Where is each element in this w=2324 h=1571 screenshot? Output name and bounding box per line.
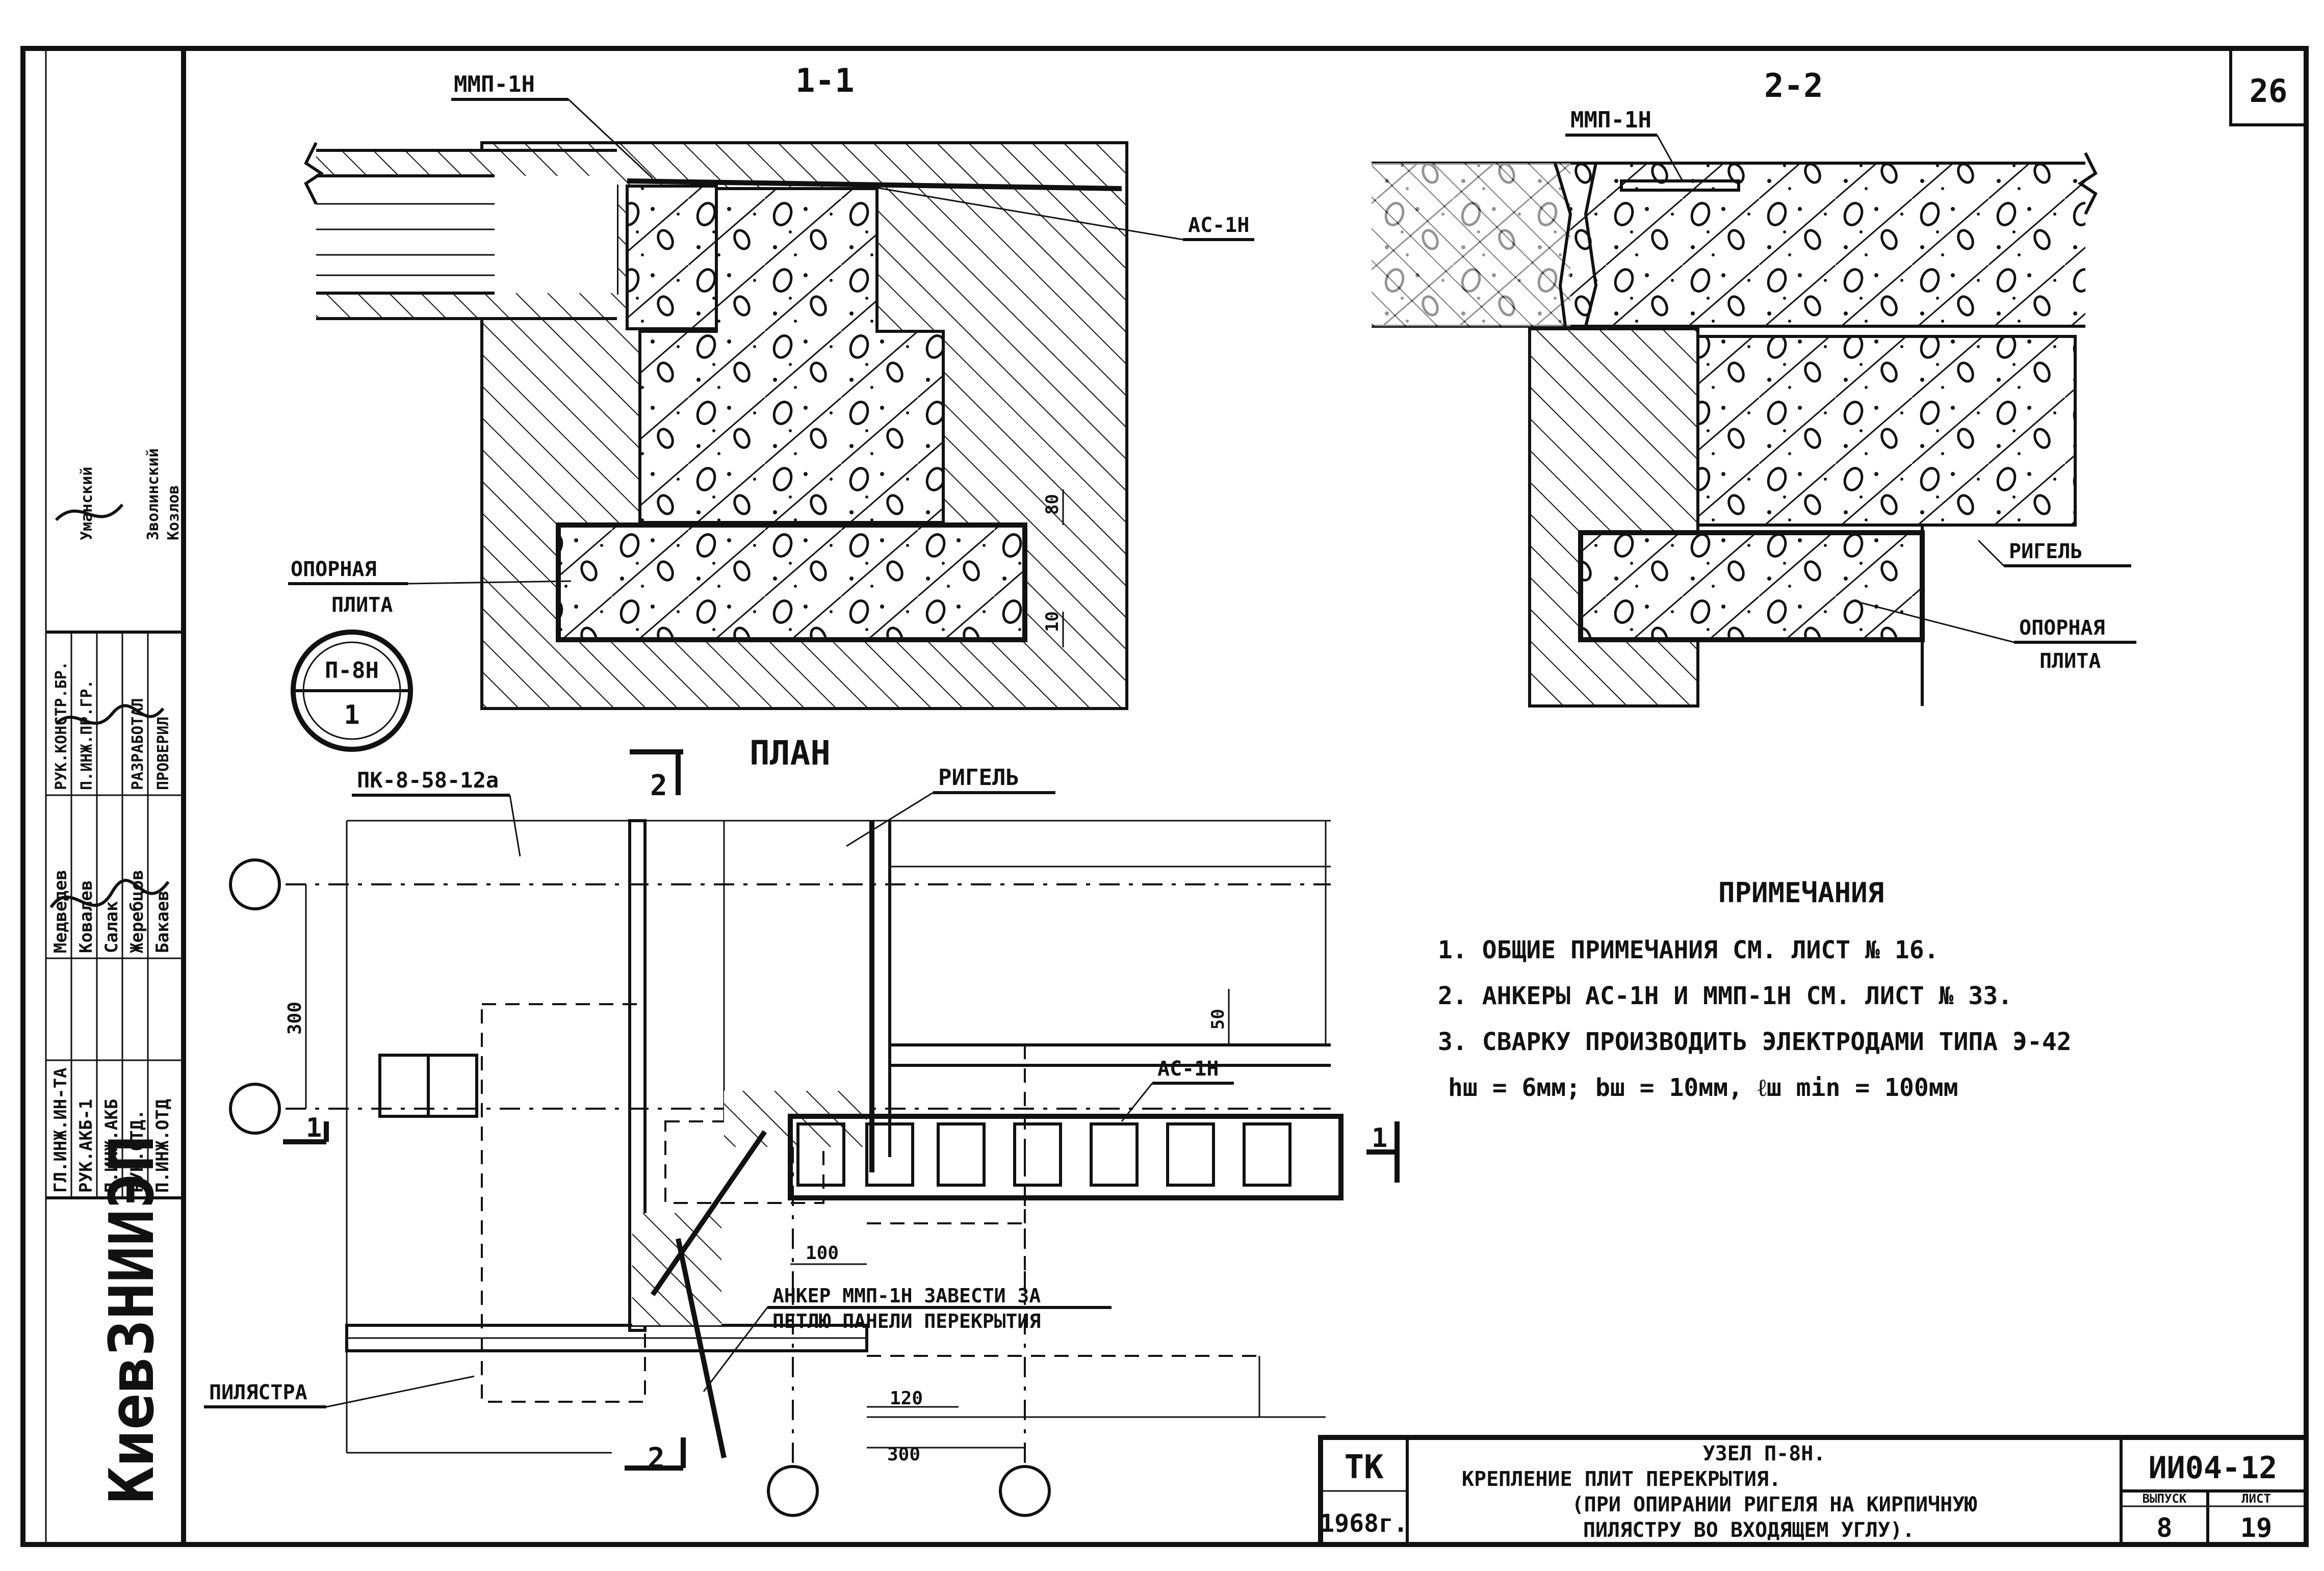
stamp-name2-1: Уманский	[78, 467, 96, 541]
plan-dim-300-left: 300	[285, 1002, 305, 1035]
plan-cut-1-right: 1	[1372, 1123, 1387, 1154]
plan-pilaster-label: ПИЛЯСТРА	[209, 1381, 307, 1404]
plan-dim-100: 100	[806, 1243, 839, 1264]
stamp-role-1: ГЛ.ИНЖ.ИН-ТА	[50, 1067, 71, 1193]
title-sheet: 19	[2240, 1513, 2273, 1543]
plan-as-label: АС-1Н	[1157, 1057, 1219, 1081]
axis-bubble-3	[767, 1465, 819, 1517]
title-year: 1968г.	[1320, 1509, 1408, 1538]
support-plate-1	[558, 525, 1025, 640]
stamp-name2-3: Козлов	[165, 485, 183, 540]
section-1-plate-label-1: ОПОРНАЯ	[291, 558, 377, 581]
stamp-role-5: П.ИНЖ.ОТД	[152, 1099, 173, 1193]
section-1-mmp-label: ММП-1Н	[454, 71, 535, 97]
plan-anchor-label-2: ПЕТЛЮ ПАНЕЛИ ПЕРЕКРЫТИЯ	[772, 1310, 1041, 1332]
notes-line-3: 3. СВАРКУ ПРОИЗВОДИТЬ ЭЛЕКТРОДАМИ ТИПА Э…	[1438, 1028, 2072, 1056]
section-1-1: 1-1 ММП-1Н АС-1Н О	[288, 62, 1254, 752]
notes-line-4: hш = 6мм; bш = 10мм, ℓш min = 100мм	[1448, 1073, 1958, 1102]
section-1-dim-80: 80	[1042, 494, 1063, 515]
notes-heading: ПРИМЕЧАНИЯ	[1718, 877, 1884, 909]
notes-line-2: 2. АНКЕРЫ АС-1Н И ММП-1Н СМ. ЛИСТ № 33.	[1438, 982, 2012, 1010]
section-2-plate-label-2: ПЛИТА	[2039, 649, 2101, 673]
section-1-title: 1-1	[795, 62, 855, 100]
plan-dim-300-bottom: 300	[887, 1444, 920, 1465]
notes-line-1: 1. ОБЩИЕ ПРИМЕЧАНИЯ СМ. ЛИСТ № 16.	[1438, 936, 1939, 964]
stamp-name-1: Медведев	[50, 870, 71, 953]
plan-dim-50: 50	[1208, 1009, 1228, 1030]
plan-title: ПЛАН	[750, 734, 831, 773]
section-1-dim-10: 10	[1042, 611, 1063, 632]
section-1-as-label: АС-1Н	[1188, 214, 1249, 237]
plan-panel-label: ПК-8-58-12а	[357, 768, 499, 793]
node-label-top: П-8Н	[325, 658, 379, 684]
plan-cut-1-left: 1	[306, 1113, 322, 1143]
stamp-name-2: Ковалев	[76, 880, 96, 953]
signature-2	[55, 704, 165, 725]
outer-frame	[20, 46, 2309, 1547]
rigel-concrete	[640, 189, 943, 522]
plan-dim-120: 120	[890, 1388, 923, 1409]
stamp-name-5: Бакаев	[152, 891, 173, 953]
title-issue-label: ВЫПУСК	[2142, 1491, 2187, 1506]
stamp-role2-4: ПРОВЕРИЛ	[154, 717, 172, 791]
signature-1	[49, 879, 170, 908]
stamp-role-3: П.ИНЖ.АКБ	[101, 1099, 122, 1193]
organization-name: КиевЗНИИЭП	[97, 1136, 168, 1504]
title-line-4: ПИЛЯСТРУ ВО ВХОДЯЩЕМ УГЛУ).	[1583, 1518, 1915, 1542]
title-series: ТК	[1344, 1449, 1384, 1486]
title-line-2: КРЕПЛЕНИЕ ПЛИТ ПЕРЕКРЫТИЯ.	[1462, 1468, 1781, 1491]
stamp-role-4: РУК.ОТД.	[127, 1109, 147, 1193]
section-2-plate-label-1: ОПОРНАЯ	[2019, 616, 2105, 640]
title-issue: 8	[2156, 1513, 2172, 1543]
node-marker: П-8Н 1	[291, 630, 413, 752]
as-1n-plates	[788, 1114, 1344, 1200]
stamp-role-2: РУК.АКБ-1	[76, 1099, 96, 1193]
stamp-role2-1: РУК.КОНСТР.БР.	[53, 661, 70, 790]
axis-bubble-1	[229, 858, 281, 910]
section-2-title: 2-2	[1764, 67, 1823, 105]
rigel-section-2	[1698, 336, 2075, 525]
title-block: ТК 1968г. УЗЕЛ П-8Н. КРЕПЛЕНИЕ ПЛИТ ПЕРЕ…	[1318, 1435, 2309, 1547]
axis-bubble-2	[229, 1083, 281, 1135]
axis-bubble-4	[999, 1465, 1051, 1517]
title-code: ИИ04-12	[2149, 1450, 2278, 1486]
left-stamp: КиевЗНИИЭП ГЛ.ИНЖ.ИН-ТА РУК.АКБ-1 П.ИНЖ.…	[46, 448, 184, 1504]
signature-3	[55, 504, 124, 521]
section-1-plate-label-2: ПЛИТА	[331, 593, 393, 617]
title-sheet-label: ЛИСТ	[2241, 1491, 2271, 1506]
plan-view: ПЛАН 2 ПК-8-58-12а РИГЕЛЬ	[204, 734, 1400, 1517]
stamp-name2-2: Зволинский	[144, 448, 162, 540]
plan-cut-2-bottom: 2	[648, 1442, 665, 1475]
section-2-2: 2-2 ММП-1Н РИГЕЛЬ ОПОРНАЯ ПЛИТА	[1372, 67, 2136, 708]
stamp-role2-2: П.ИНЖ.ПР.ГР.	[78, 679, 96, 790]
plan-cut-2-top: 2	[650, 769, 667, 802]
svg-text:26: 26	[2250, 72, 2288, 110]
corner-sheet-number: 26	[2229, 47, 2308, 126]
plan-rigel-label: РИГЕЛЬ	[938, 765, 1019, 791]
stamp-name-3: Салак	[101, 901, 122, 953]
title-line-1: УЗЕЛ П-8Н.	[1703, 1442, 1826, 1465]
section-2-mmp-label: ММП-1Н	[1570, 107, 1651, 133]
floor-panel-block-2	[627, 186, 716, 329]
stamp-name-4: Жеребцов	[127, 870, 147, 953]
title-line-3: (ПРИ ОПИРАНИИ РИГЕЛЯ НА КИРПИЧНУЮ	[1572, 1493, 1978, 1516]
section-2-rigel-label: РИГЕЛЬ	[2009, 540, 2083, 563]
plan-anchor-label-1: АНКЕР ММП-1Н ЗАВЕСТИ ЗА	[772, 1285, 1041, 1307]
node-label-bottom: 1	[344, 700, 359, 730]
notes-block: ПРИМЕЧАНИЯ 1. ОБЩИЕ ПРИМЕЧАНИЯ СМ. ЛИСТ …	[1438, 877, 2072, 1102]
anchor-bar	[650, 1130, 767, 1296]
